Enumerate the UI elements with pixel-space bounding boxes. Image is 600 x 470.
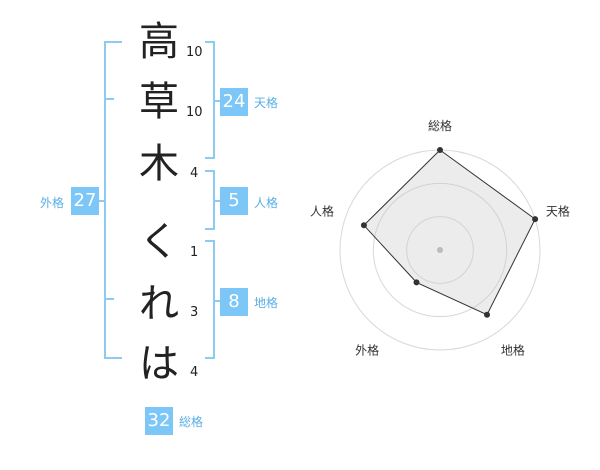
radar-axis-label: 地格 [501, 342, 525, 357]
chikaku-value-badge: 8 [220, 288, 248, 316]
chikaku-bracket-top [205, 240, 215, 242]
gaikaku-bracket-mid-2 [104, 298, 114, 300]
soukaku-value-badge: 32 [145, 407, 173, 435]
jinkaku-connector [213, 200, 221, 202]
gaikaku-label: 外格 [40, 196, 65, 210]
radar-axis-label: 天格 [546, 204, 570, 219]
chikaku-connector [213, 300, 221, 302]
radar-axis-label: 人格 [310, 204, 334, 219]
gaikaku-bracket-vertical [104, 41, 106, 359]
chikaku-label: 地格 [254, 296, 279, 310]
name-char-5: れ [139, 281, 179, 327]
radar-point-5 [360, 222, 367, 229]
radar-axis-label: 外格 [355, 342, 379, 357]
soukaku-label: 総格 [179, 415, 204, 429]
name-char-4: く [139, 219, 179, 265]
radar-point-1 [437, 147, 443, 153]
chikaku-bracket-bottom [205, 357, 215, 359]
radar-axis-label: 総格 [428, 118, 452, 133]
tenkaku-bracket-top [205, 41, 215, 43]
stroke-count-4: 1 [190, 245, 199, 260]
stroke-count-1: 10 [186, 45, 203, 60]
radar-ring [372, 182, 508, 318]
stroke-count-3: 4 [190, 166, 199, 181]
jinkaku-label: 人格 [254, 196, 279, 210]
stroke-count-5: 3 [190, 305, 199, 320]
tenkaku-connector [213, 100, 221, 102]
gaikaku-value-badge: 27 [71, 187, 99, 215]
name-char-6: は [139, 341, 179, 387]
radar-center-dot [437, 247, 443, 253]
stroke-count-6: 4 [190, 365, 199, 380]
radar-point-2 [532, 216, 539, 223]
name-char-1: 高 [139, 19, 179, 65]
tenkaku-value-badge: 24 [220, 88, 248, 116]
radar-point-4 [413, 279, 420, 286]
gaikaku-connector [99, 200, 105, 202]
jinkaku-bracket-top [205, 170, 215, 172]
jinkaku-value-badge: 5 [220, 187, 248, 215]
radar-point-3 [484, 311, 491, 318]
jinkaku-bracket-bottom [205, 228, 215, 230]
stroke-count-2: 10 [186, 105, 203, 120]
tenkaku-bracket-bottom [205, 157, 215, 159]
name-char-2: 草 [139, 79, 179, 125]
radar-ring [406, 216, 474, 284]
chikaku-bracket-vertical [213, 240, 215, 359]
gaikaku-bracket-top [104, 41, 122, 43]
gaikaku-bracket-bottom [104, 357, 122, 359]
gaikaku-bracket-mid-1 [104, 98, 114, 100]
radar-series-area [363, 149, 536, 316]
name-char-3: 木 [139, 141, 179, 187]
tenkaku-label: 天格 [254, 96, 279, 110]
